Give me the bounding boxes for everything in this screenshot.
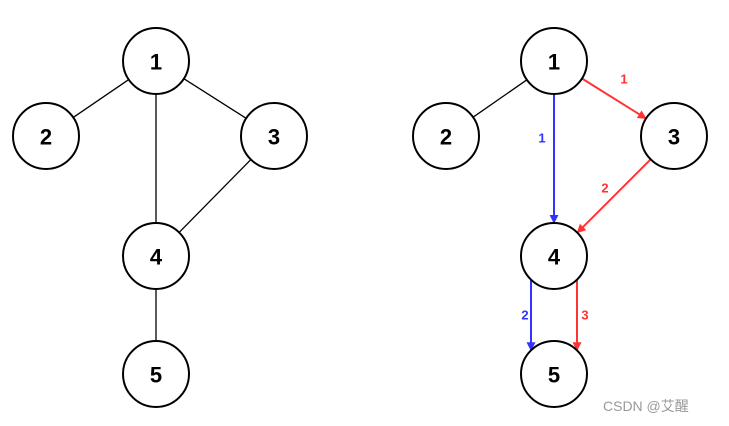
right-arrow-1-3-red-label: 1 bbox=[620, 72, 627, 87]
right-arrow-1-3-red bbox=[581, 77, 647, 120]
left-node-2-circle bbox=[12, 102, 80, 170]
left-graph: 1 2 3 4 5 bbox=[12, 27, 308, 408]
left-node-4: 4 bbox=[122, 222, 190, 290]
left-node-1: 1 bbox=[122, 27, 190, 95]
right-arrow-4-5-red-label: 3 bbox=[581, 308, 588, 323]
right-graph: 1 1 2 2 3 1 2 3 4 5 bbox=[412, 27, 708, 408]
left-node-5-label: 5 bbox=[150, 363, 162, 388]
right-node-2-label: 2 bbox=[440, 125, 452, 150]
right-node-1: 1 bbox=[520, 27, 588, 95]
right-node-2: 2 bbox=[412, 102, 480, 170]
right-arrow-4-5-blue-label: 2 bbox=[521, 308, 528, 323]
right-edge-1-2 bbox=[472, 79, 528, 118]
right-node-4-label: 4 bbox=[548, 245, 561, 270]
right-arrow-3-4-red bbox=[576, 158, 652, 234]
watermark: CSDN @艾醒 bbox=[603, 398, 689, 414]
left-node-2: 2 bbox=[12, 102, 80, 170]
right-node-3-label: 3 bbox=[668, 125, 680, 150]
right-node-5: 5 bbox=[520, 340, 588, 408]
left-node-4-label: 4 bbox=[150, 245, 163, 270]
left-edge-1-3 bbox=[183, 78, 247, 119]
left-node-5-circle bbox=[122, 340, 190, 408]
right-node-1-circle bbox=[520, 27, 588, 95]
right-node-4: 4 bbox=[520, 222, 588, 290]
left-node-4-circle bbox=[122, 222, 190, 290]
left-node-3-label: 3 bbox=[268, 125, 280, 150]
left-node-3: 3 bbox=[240, 102, 308, 170]
left-node-5: 5 bbox=[122, 340, 190, 408]
right-node-5-circle bbox=[520, 340, 588, 408]
left-edge-1-2 bbox=[72, 79, 130, 118]
left-node-3-circle bbox=[240, 102, 308, 170]
left-node-1-circle bbox=[122, 27, 190, 95]
right-node-5-label: 5 bbox=[548, 363, 560, 388]
right-node-3: 3 bbox=[640, 102, 708, 170]
left-edge-3-4 bbox=[178, 159, 252, 233]
left-node-1-label: 1 bbox=[150, 50, 162, 75]
right-node-4-circle bbox=[520, 222, 588, 290]
right-node-3-circle bbox=[640, 102, 708, 170]
right-arrow-1-4-blue-label: 1 bbox=[538, 131, 545, 146]
right-node-2-circle bbox=[412, 102, 480, 170]
right-arrow-3-4-red-label: 2 bbox=[601, 181, 608, 196]
left-node-2-label: 2 bbox=[40, 125, 52, 150]
right-node-1-label: 1 bbox=[548, 50, 560, 75]
